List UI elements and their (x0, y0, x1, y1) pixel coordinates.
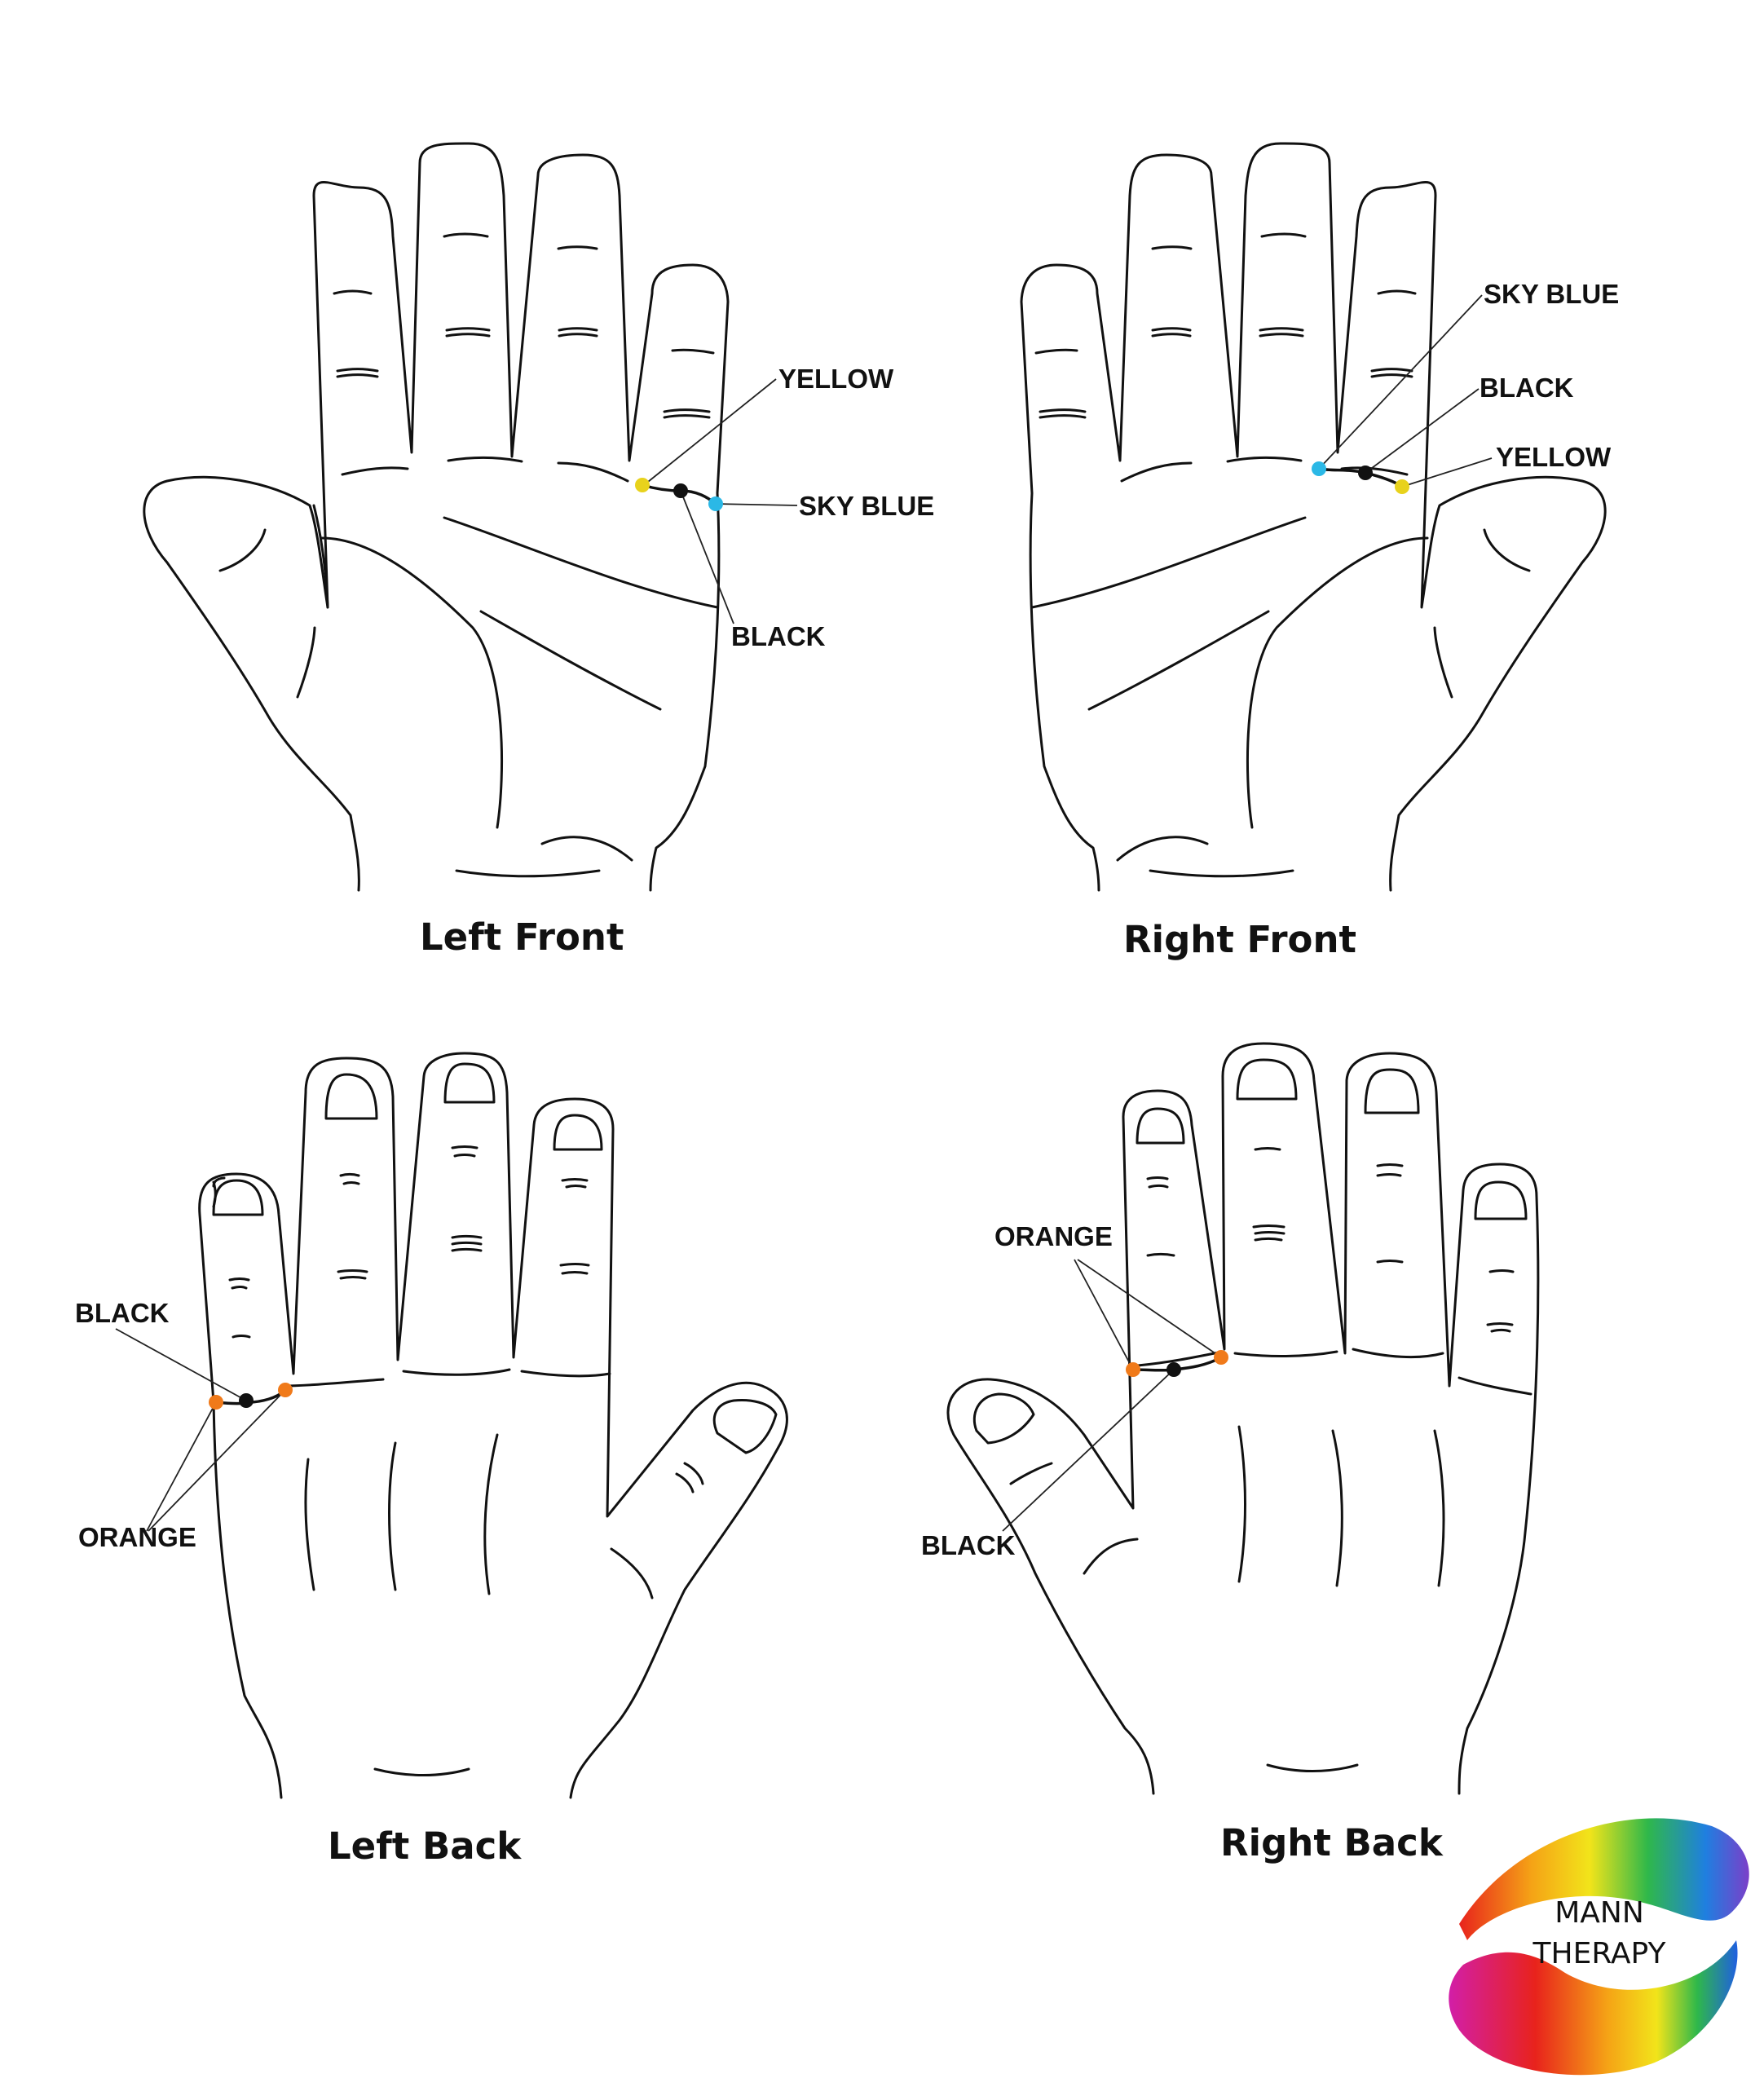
rf-sky-blue-label: SKY BLUE (1484, 279, 1619, 309)
lf-black-point (673, 483, 688, 498)
rb-black-label: BLACK (921, 1530, 1016, 1560)
rf-sky-blue-point (1312, 461, 1326, 476)
title-left-front: Left Front (420, 916, 624, 959)
left-front-points: YELLOW SKY BLUE BLACK (635, 364, 934, 651)
rf-black-label: BLACK (1480, 373, 1574, 403)
mann-therapy-logo: MANN THERAPY (1449, 1818, 1749, 2076)
lb-black-label: BLACK (75, 1298, 170, 1328)
logo-line-1: MANN (1555, 1896, 1644, 1930)
lf-sky-blue-point (708, 496, 723, 511)
rb-orange-label: ORANGE (994, 1221, 1113, 1251)
right-front-points: SKY BLUE BLACK YELLOW (1312, 279, 1619, 494)
lb-orange-point-1 (209, 1395, 223, 1410)
left-front-hand (143, 142, 730, 892)
title-right-back: Right Back (1220, 1821, 1444, 1864)
lf-yellow-label: YELLOW (778, 364, 894, 394)
rb-orange-point-1 (1126, 1362, 1140, 1377)
right-back-hand (946, 1042, 1540, 1795)
left-back-points: BLACK ORANGE (75, 1298, 293, 1552)
right-front-hand (1020, 142, 1607, 892)
lf-yellow-point (635, 478, 650, 492)
logo-line-2: THERAPY (1532, 1937, 1667, 1970)
rf-yellow-label: YELLOW (1496, 442, 1612, 472)
lf-black-label: BLACK (731, 621, 826, 651)
rb-orange-point-2 (1214, 1350, 1228, 1365)
lf-sky-blue-label: SKY BLUE (799, 491, 934, 521)
rb-black-point (1166, 1362, 1181, 1377)
lb-black-point (239, 1393, 254, 1408)
lb-orange-label: ORANGE (78, 1522, 196, 1552)
lb-orange-point-2 (278, 1383, 293, 1397)
right-back-points: ORANGE BLACK (921, 1221, 1228, 1560)
left-back-hand (198, 1052, 788, 1799)
title-right-front: Right Front (1123, 918, 1356, 961)
rf-black-point (1358, 465, 1373, 480)
title-left-back: Left Back (328, 1824, 522, 1868)
rf-yellow-point (1395, 479, 1409, 494)
